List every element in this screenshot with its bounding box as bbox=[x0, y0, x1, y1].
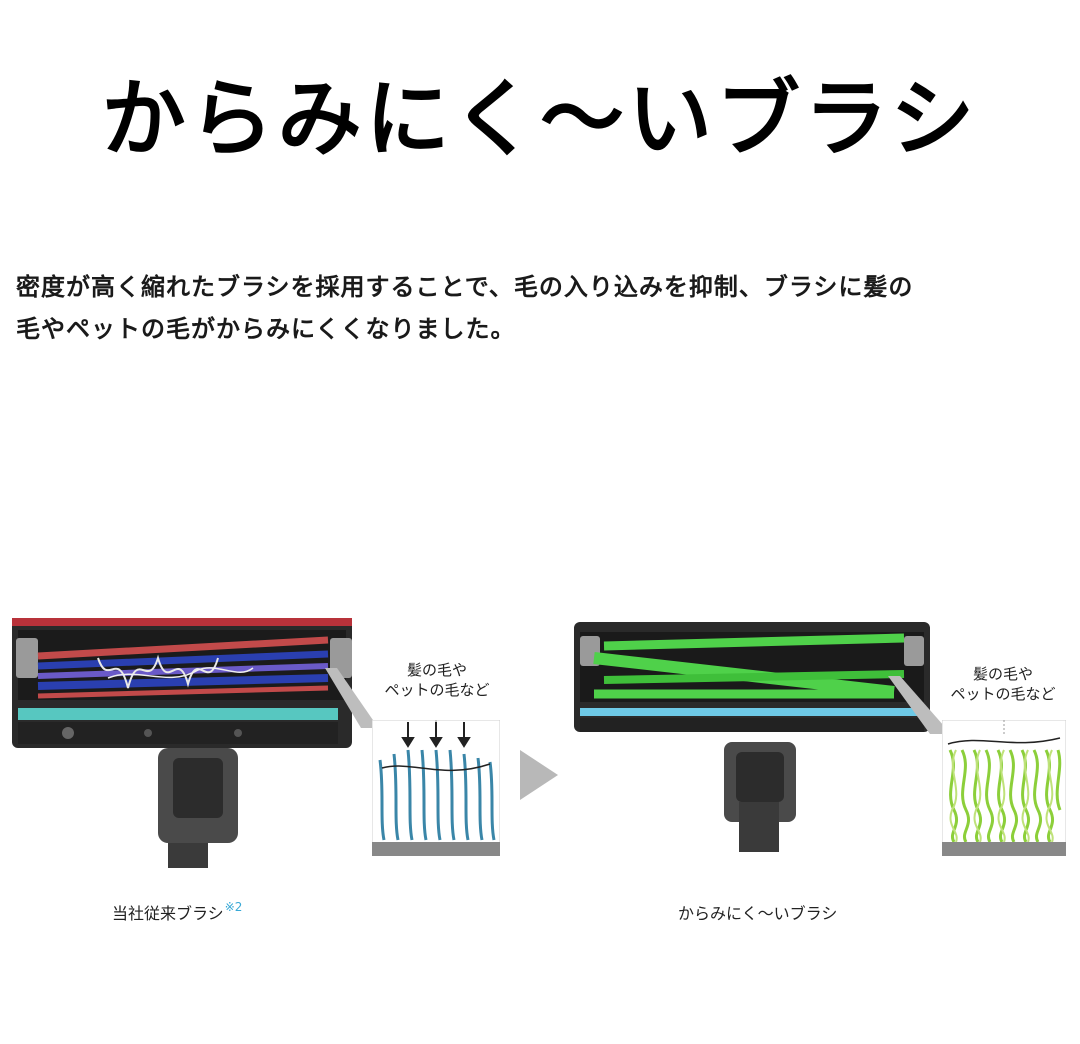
callout-label-line: 髪の毛や bbox=[406, 661, 467, 679]
callout-label-line: ペットの毛など bbox=[950, 685, 1056, 703]
caption-text: からみにく〜いブラシ bbox=[678, 904, 838, 923]
conventional-callout-connector bbox=[325, 668, 375, 728]
conventional-fiber-detail bbox=[372, 720, 500, 856]
page-title: からみにく〜いブラシ bbox=[101, 70, 979, 168]
callout-label-line: ペットの毛など bbox=[384, 681, 490, 699]
caption-text: 当社従来ブラシ bbox=[112, 904, 224, 923]
new-fiber-detail bbox=[942, 720, 1066, 856]
callout-label-line: 髪の毛や bbox=[972, 665, 1033, 683]
conventional-brush-illustration bbox=[12, 618, 352, 868]
comparison-arrow-icon bbox=[520, 750, 558, 800]
new-callout-connector bbox=[888, 676, 944, 734]
new-brush-caption: からみにく〜いブラシ bbox=[678, 900, 837, 924]
new-brush-illustration bbox=[574, 622, 930, 852]
conventional-brush-caption: 当社従来ブラシ※2 bbox=[112, 900, 242, 924]
comparison-figure: 髪の毛や ペットの毛など bbox=[0, 590, 1080, 950]
description-line-1: 密度が高く縮れたブラシを採用することで、毛の入り込みを抑制、ブラシに髪の bbox=[16, 273, 914, 301]
conventional-callout-label: 髪の毛や ペットの毛など bbox=[372, 660, 502, 700]
description: 密度が高く縮れたブラシを採用することで、毛の入り込みを抑制、ブラシに髪の 毛やペ… bbox=[16, 266, 1066, 350]
new-callout-label: 髪の毛や ペットの毛など bbox=[938, 664, 1068, 704]
footnote-marker: ※2 bbox=[224, 900, 243, 914]
description-line-2: 毛やペットの毛がからみにくくなりました。 bbox=[16, 315, 516, 343]
